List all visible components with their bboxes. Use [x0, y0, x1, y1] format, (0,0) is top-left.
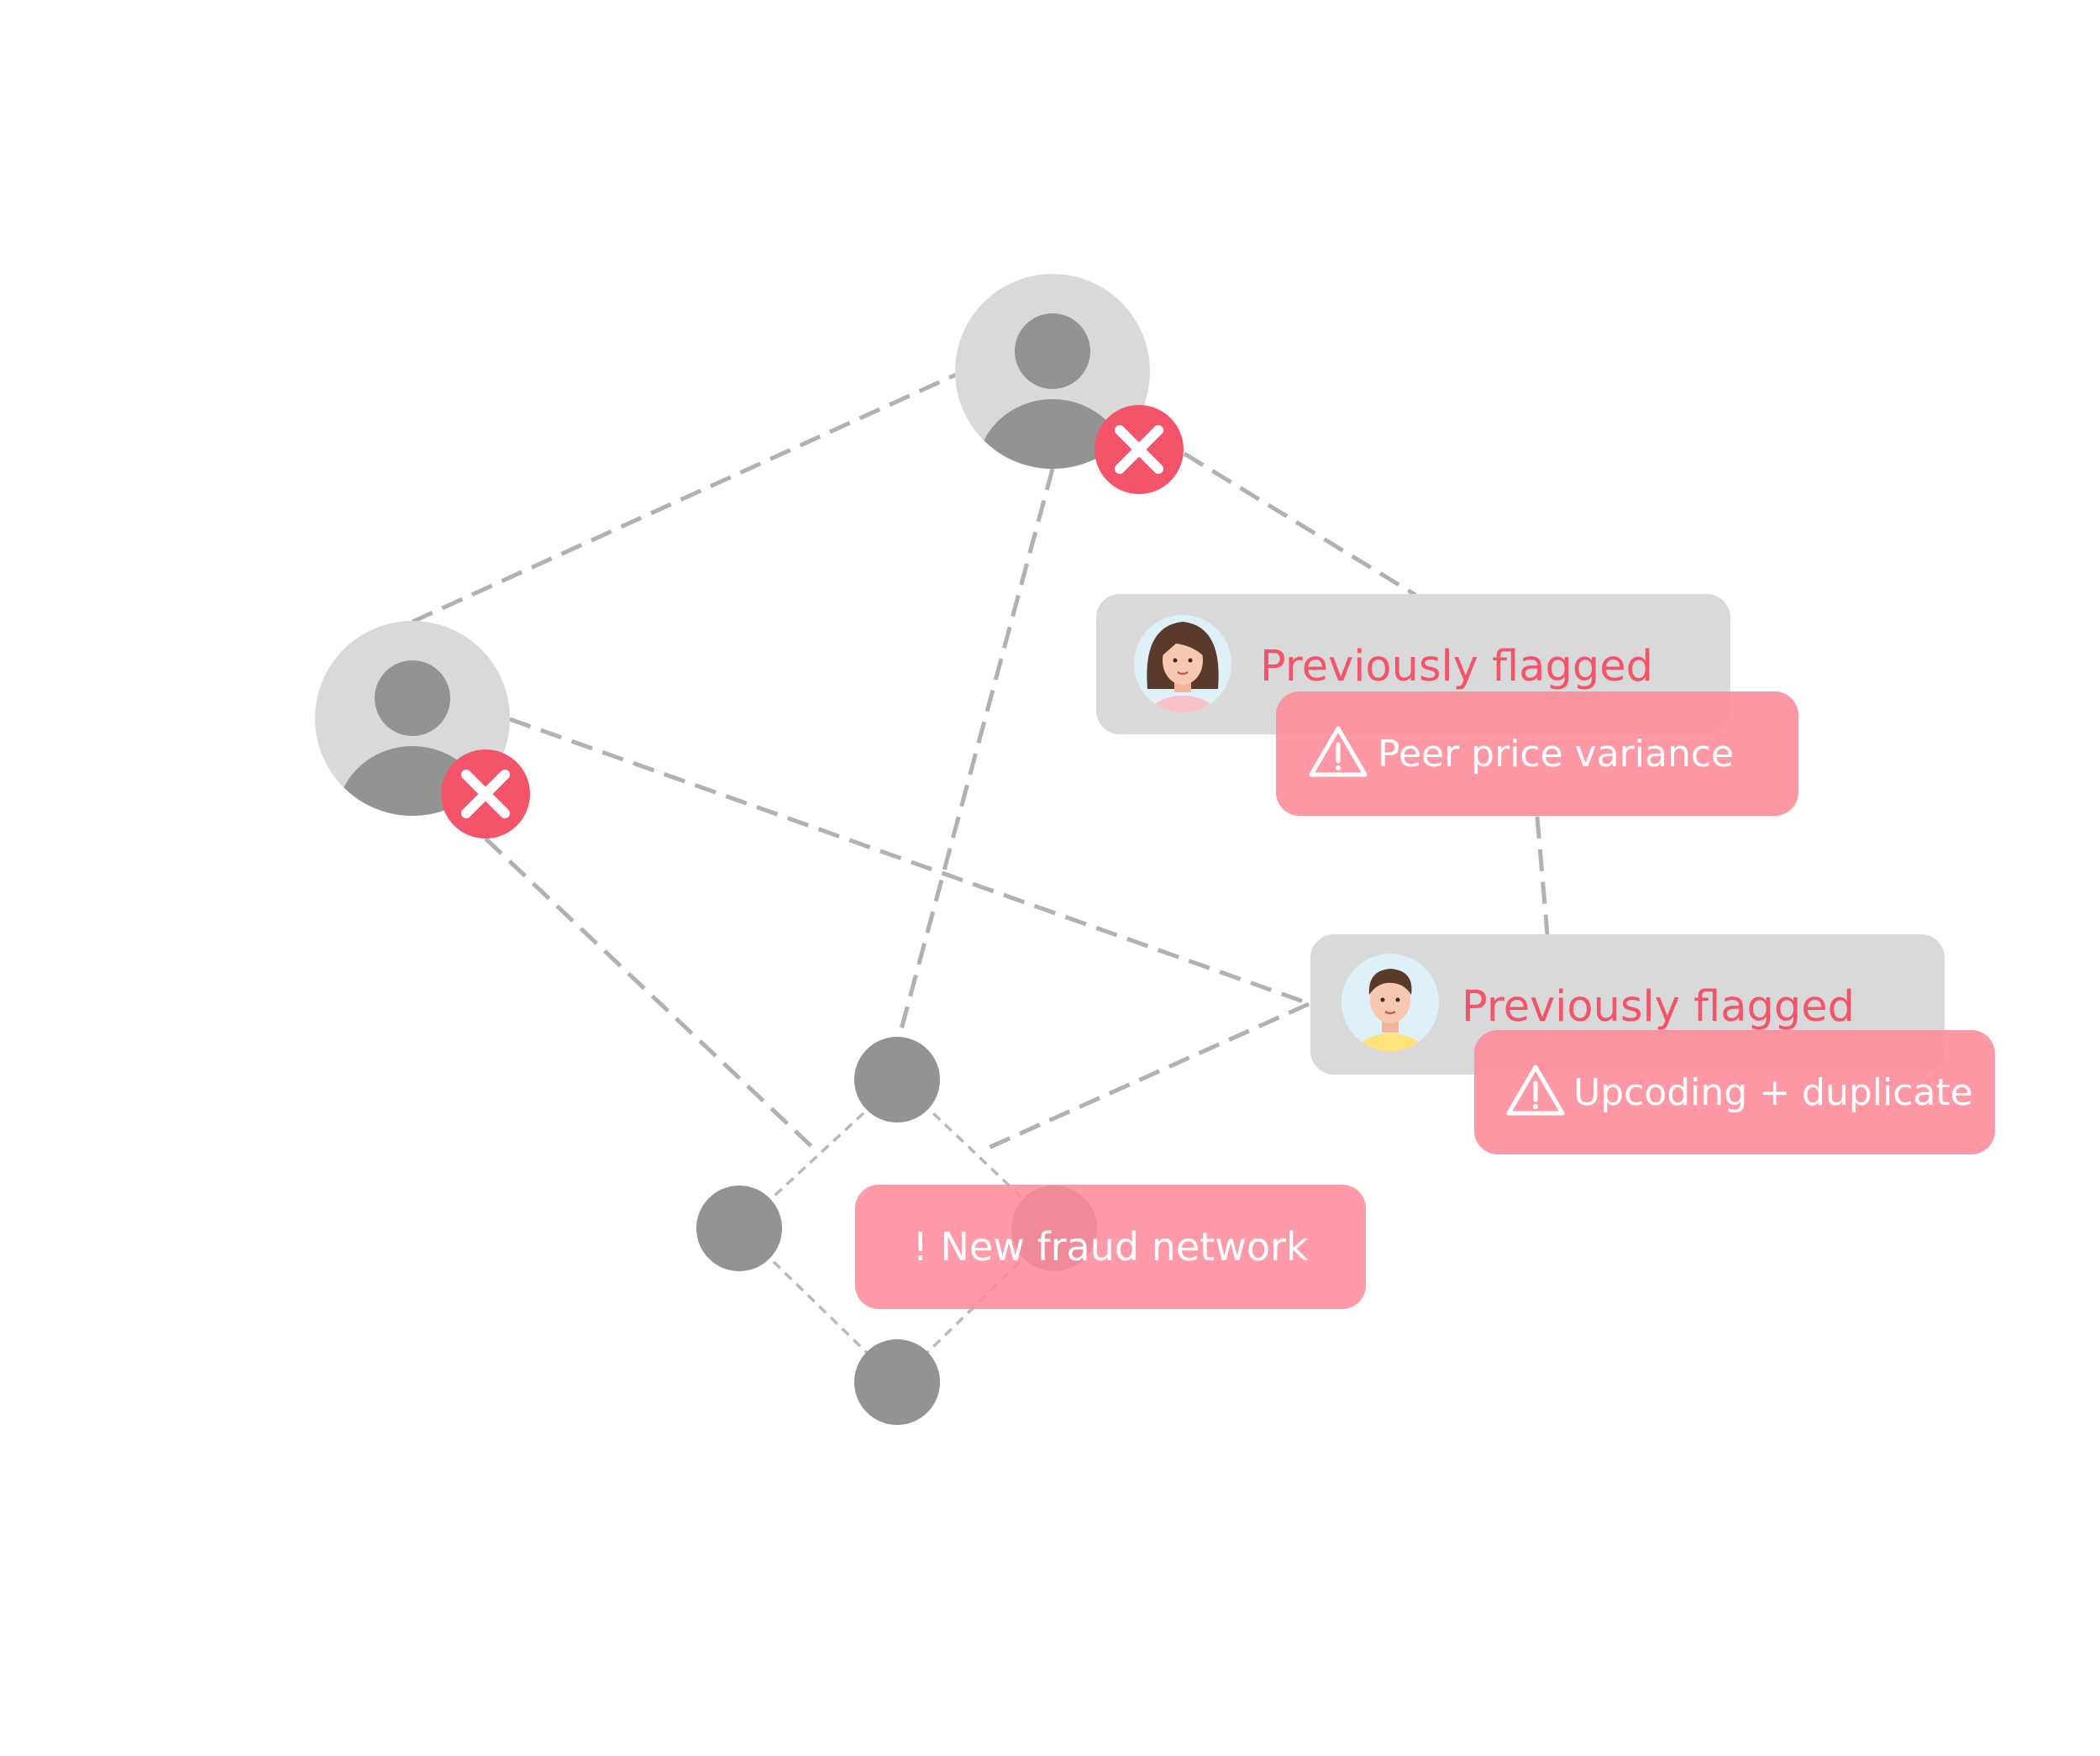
- female-avatar-icon: [1134, 615, 1231, 712]
- person-node-left[interactable]: [315, 621, 530, 889]
- alert-bg: [1276, 691, 1798, 816]
- alert-new-fraud-network[interactable]: ! New fraud network: [855, 1185, 1366, 1309]
- edge-left-bottom-card: [509, 717, 1311, 1007]
- edges: [411, 371, 1550, 1154]
- alert-label: ! New fraud network: [912, 1224, 1308, 1270]
- warning-triangle-icon: [1309, 726, 1368, 777]
- alert-bg: [1474, 1030, 1995, 1154]
- alert-upcoding-duplicate[interactable]: Upcoding + duplicate: [1474, 1030, 1995, 1154]
- edge-card-card: [1535, 816, 1550, 935]
- edge-left-top: [411, 371, 959, 624]
- edge-top-small-node: [896, 468, 1055, 1039]
- cluster-node[interactable]: [854, 1037, 940, 1122]
- warning-triangle-icon: [1506, 1065, 1565, 1116]
- person-node-top[interactable]: [955, 274, 1184, 542]
- card-title: Previously flagged: [1462, 982, 1855, 1032]
- alert-label: Upcoding + duplicate: [1573, 1071, 1973, 1114]
- person-icon: [977, 313, 1128, 469]
- male-avatar-icon: [1341, 954, 1439, 1051]
- alert-bg: [855, 1185, 1366, 1309]
- close-icon: [441, 749, 530, 839]
- edge-left-cluster: [484, 837, 818, 1153]
- edge-bottom-card-cluster: [979, 1002, 1310, 1154]
- alert-peer-price-variance[interactable]: Peer price variance: [1276, 691, 1798, 816]
- cluster-node[interactable]: [854, 1339, 940, 1425]
- cluster-node[interactable]: [696, 1186, 782, 1271]
- edge-top-flag-card: [1183, 451, 1417, 597]
- alert-label: Peer price variance: [1378, 733, 1734, 775]
- card-title: Previously flagged: [1260, 642, 1653, 691]
- close-icon: [1095, 405, 1184, 494]
